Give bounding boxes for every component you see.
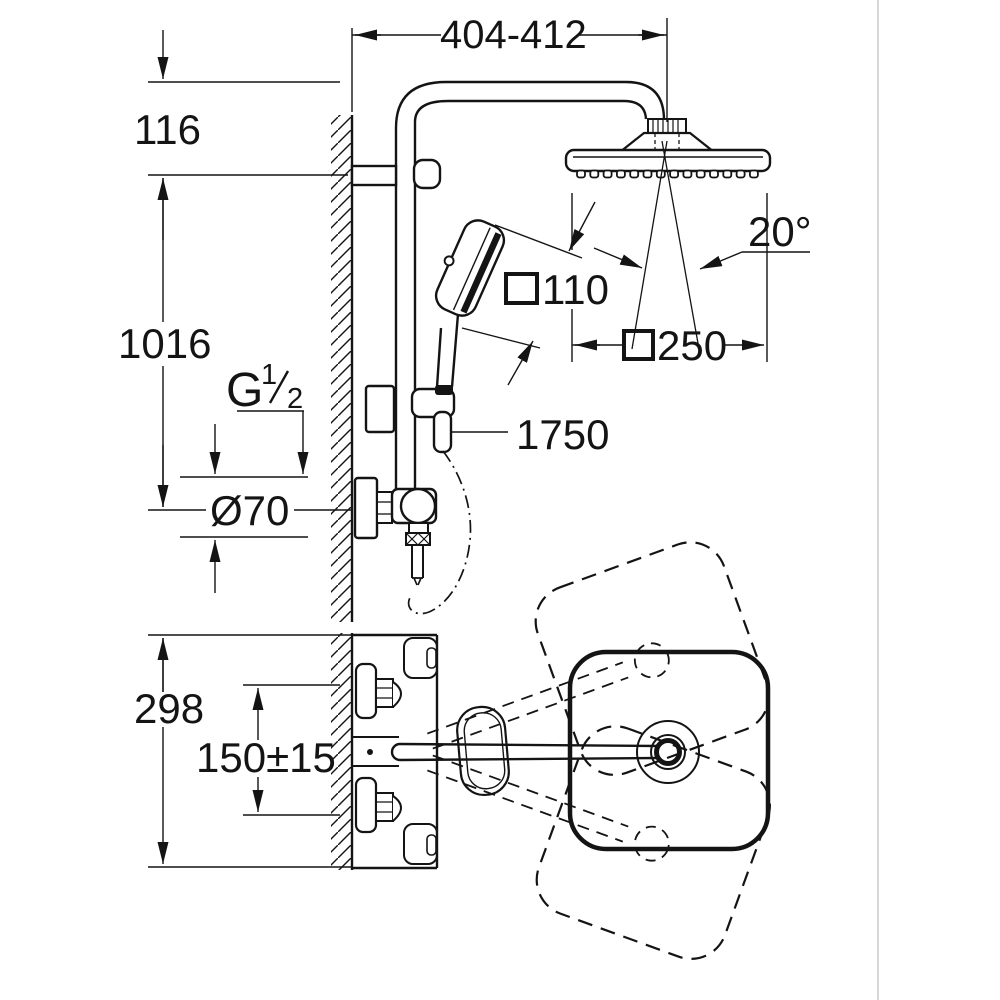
shower-hose-loop bbox=[407, 450, 472, 615]
square-symbol bbox=[504, 272, 539, 305]
thermostat-body-plan bbox=[352, 633, 439, 870]
wall-section-upper bbox=[331, 115, 354, 622]
inlet-connections bbox=[354, 662, 402, 834]
label-head-face: 250 bbox=[657, 322, 727, 369]
dimension-thread-leader bbox=[237, 370, 309, 474]
square-symbol bbox=[622, 329, 655, 361]
dimension-valve-trim-height bbox=[148, 634, 352, 868]
swivel-position-up bbox=[427, 541, 770, 776]
label-riser-height: 1016 bbox=[118, 320, 211, 367]
dimension-inlet-spacing bbox=[243, 684, 340, 816]
plan-view bbox=[331, 541, 771, 960]
label-spray-angle: 20° bbox=[748, 208, 812, 255]
label-thread-numerator: 1 bbox=[261, 359, 277, 391]
head-shower-side-view bbox=[564, 148, 772, 179]
wall-section-lower bbox=[331, 633, 354, 870]
dimension-arm-reach bbox=[351, 18, 668, 122]
spray-angle-lines bbox=[631, 140, 700, 350]
head-shower-plan bbox=[567, 649, 771, 852]
dimension-head-top-offset bbox=[148, 30, 348, 176]
label-arm-reach: 404-412 bbox=[440, 13, 587, 57]
dimension-escutcheon-diameter bbox=[180, 424, 308, 593]
elevation-view bbox=[331, 80, 772, 622]
dimensions-upper bbox=[148, 18, 810, 593]
diverter-valve bbox=[353, 476, 438, 586]
dimension-hand-shower-face bbox=[461, 201, 596, 386]
label-hose-length: 1750 bbox=[516, 411, 609, 458]
label-head-top-offset: 116 bbox=[134, 106, 201, 153]
dimension-labels: 404-412 116 1016 G 1 2 Ø70 1750 110 250 … bbox=[118, 13, 812, 781]
label-hand-shower-face: 110 bbox=[542, 266, 609, 313]
hand-shower-holder bbox=[364, 384, 456, 454]
shower-arm-plan bbox=[390, 742, 658, 762]
arm-socket bbox=[352, 736, 399, 767]
label-thread-prefix: G bbox=[226, 364, 263, 417]
upper-wall-bracket bbox=[350, 158, 442, 190]
holder-plan bbox=[456, 705, 510, 797]
shower-arm bbox=[394, 80, 666, 129]
label-inlet-spacing: 150±15 bbox=[196, 734, 336, 781]
dimension-riser-height bbox=[148, 178, 352, 511]
hand-shower bbox=[434, 219, 506, 388]
label-thread-denominator: 2 bbox=[287, 383, 303, 415]
head-mount bbox=[619, 118, 715, 153]
dimensions-lower bbox=[148, 634, 352, 868]
dimension-spray-angle bbox=[593, 247, 810, 270]
label-escutcheon-diameter: Ø70 bbox=[210, 487, 289, 534]
dimension-head-face bbox=[571, 193, 768, 362]
label-valve-trim-height: 298 bbox=[134, 685, 204, 732]
